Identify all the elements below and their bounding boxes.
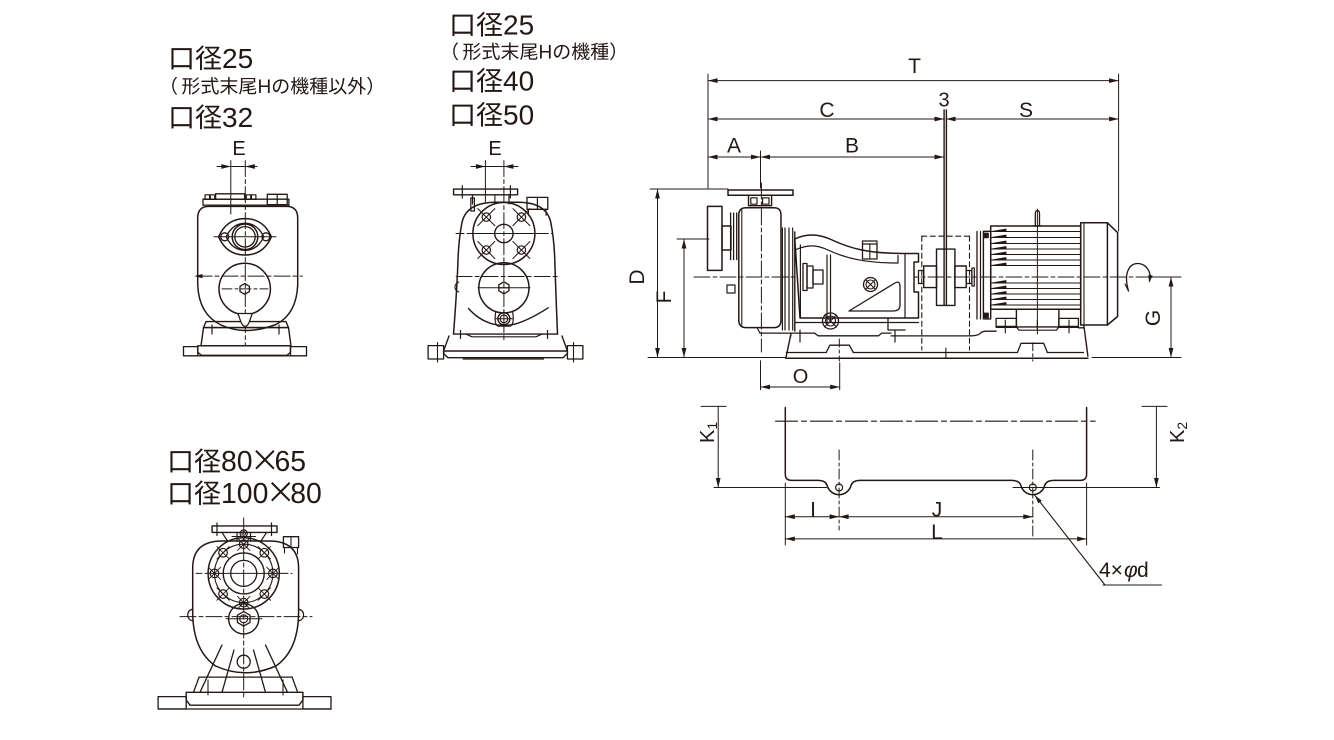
svg-text:80: 80 (221, 446, 253, 478)
svg-text:J: J (932, 499, 943, 522)
svg-text:50: 50 (503, 100, 534, 131)
svg-text:3: 3 (938, 90, 949, 112)
svg-text:65: 65 (274, 446, 306, 478)
svg-text:H: H (538, 43, 552, 64)
svg-text:E: E (232, 138, 245, 160)
svg-text:F: F (653, 291, 676, 304)
svg-text:G: G (1142, 310, 1165, 326)
svg-text:25: 25 (222, 43, 253, 74)
svg-text:100: 100 (221, 478, 268, 510)
svg-text:C: C (819, 99, 834, 122)
svg-text:4×: 4× (1099, 559, 1123, 582)
svg-text:O: O (793, 366, 809, 388)
svg-text:φ: φ (1124, 559, 1138, 582)
svg-text:S: S (1019, 99, 1033, 122)
svg-text:L: L (931, 521, 943, 544)
svg-text:D: D (626, 269, 649, 284)
svg-text:I: I (810, 499, 816, 522)
svg-text:80: 80 (290, 478, 322, 510)
svg-text:40: 40 (503, 66, 534, 97)
svg-text:d: d (1137, 559, 1149, 582)
svg-text:E: E (488, 138, 501, 160)
svg-text:32: 32 (222, 102, 253, 133)
svg-text:A: A (727, 135, 741, 158)
svg-text:B: B (845, 135, 859, 158)
svg-text:25: 25 (503, 10, 534, 41)
svg-text:H: H (257, 77, 271, 98)
svg-text:T: T (908, 55, 921, 78)
